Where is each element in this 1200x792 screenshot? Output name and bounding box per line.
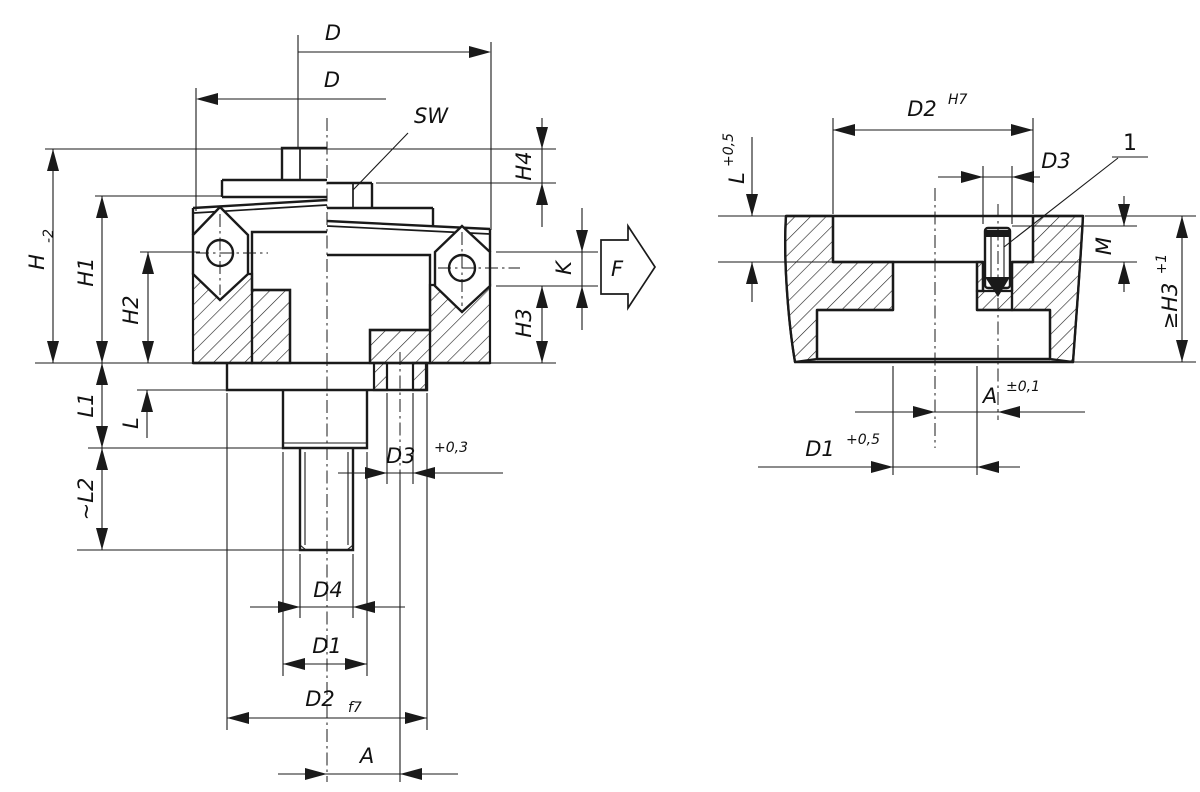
mounting-view-dimension-lines <box>746 124 1188 473</box>
dim-label-a-right-tol: ±0,1 <box>1006 379 1040 395</box>
front-view-dimension-lines <box>47 46 588 780</box>
dim-label-h1: H1 <box>74 257 98 286</box>
dim-label-h: H <box>25 254 49 270</box>
item-number-label: 1 <box>1123 131 1137 156</box>
dim-label-d2-fit: f7 <box>348 700 362 716</box>
mounting-view-hatch <box>784 214 1085 364</box>
dim-label-m: M <box>1092 237 1116 255</box>
force-label: F <box>611 257 624 281</box>
front-view-centerlines <box>326 118 401 782</box>
dim-label-d2: D2 <box>305 687 335 711</box>
front-view-labels: D D SW H4 K H3 F H -2 H1 H2 L1 L ~L2 D3 … <box>25 21 624 768</box>
mounting-view-labels: L +0,5 D2 H7 D3 1 M ≥H3 +1 A ±0,1 D1 +0,… <box>721 92 1182 461</box>
dim-label-h3: H3 <box>512 308 536 337</box>
front-view-extension-lines <box>35 35 598 730</box>
dim-label-h2: H2 <box>119 295 143 324</box>
mounting-view-centerlines <box>934 188 999 448</box>
dim-label-d3: D3 <box>386 444 416 468</box>
dim-label-l-right: L <box>725 172 749 184</box>
dim-label-d4: D4 <box>313 578 343 602</box>
front-view-hex-bosses <box>191 205 520 314</box>
dim-label-d1: D1 <box>312 634 342 658</box>
dim-label-d1-right: D1 <box>805 437 835 461</box>
dim-label-h3-right: ≥H3 <box>1158 283 1182 330</box>
dim-label-l2: ~L2 <box>74 478 98 521</box>
dim-label-d1-right-tol: +0,5 <box>846 432 880 448</box>
dim-label-h4: H4 <box>512 151 536 180</box>
dim-label-a-right: A <box>981 384 997 408</box>
front-view-outline <box>191 146 492 552</box>
dim-label-a: A <box>358 744 374 768</box>
dim-label-h3-right-tol: +1 <box>1154 254 1170 275</box>
force-arrow-icon <box>600 223 657 311</box>
dim-label-d-lower: D <box>324 68 340 92</box>
dim-label-l1: L1 <box>74 392 98 417</box>
dim-label-l: L <box>119 417 143 429</box>
dim-label-sw: SW <box>414 104 449 128</box>
dim-label-d3-right: D3 <box>1041 149 1071 173</box>
dim-label-d2-right-fit: H7 <box>948 92 968 108</box>
dim-label-d3-tol: +0,3 <box>434 440 468 456</box>
dim-label-h-sub: -2 <box>41 229 57 243</box>
dim-label-d-upper: D <box>325 21 341 45</box>
dim-label-d2-right: D2 <box>907 97 937 121</box>
dim-label-k: K <box>552 259 576 275</box>
dim-label-l-right-tol: +0,5 <box>721 133 737 167</box>
